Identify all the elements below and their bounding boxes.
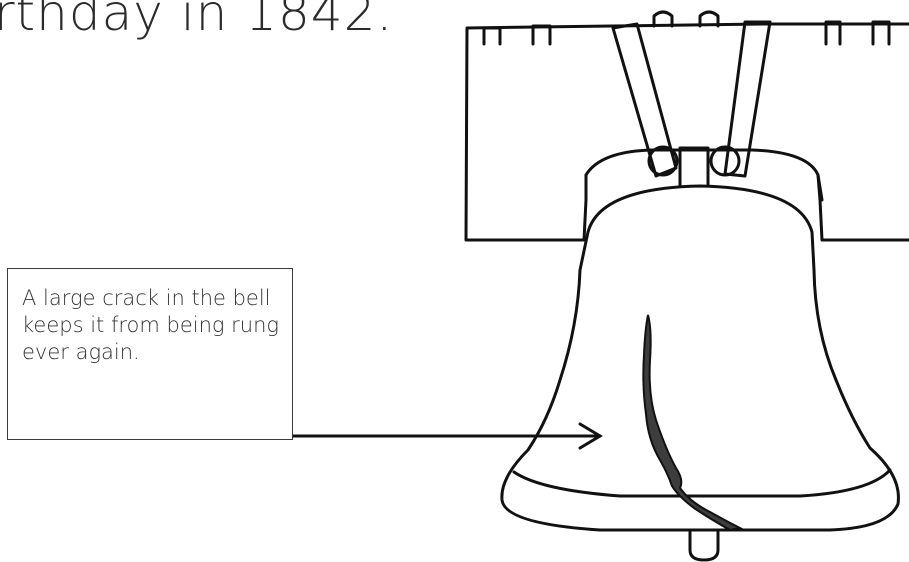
yoke-beam [466,24,909,240]
right-strap [725,22,770,176]
clapper [690,532,718,560]
bell-body [502,186,899,530]
crown-center [680,148,708,186]
bell-crown [586,150,822,200]
bell-lip [514,470,890,496]
yoke-post-left-1 [484,28,500,44]
yoke-post-left-2 [533,26,550,44]
callout-arrow [293,424,600,448]
callout-text: A large crack in the bell keeps it from … [22,285,282,366]
bell-crack [643,315,740,530]
callout-box: A large crack in the bell keeps it from … [7,268,293,440]
